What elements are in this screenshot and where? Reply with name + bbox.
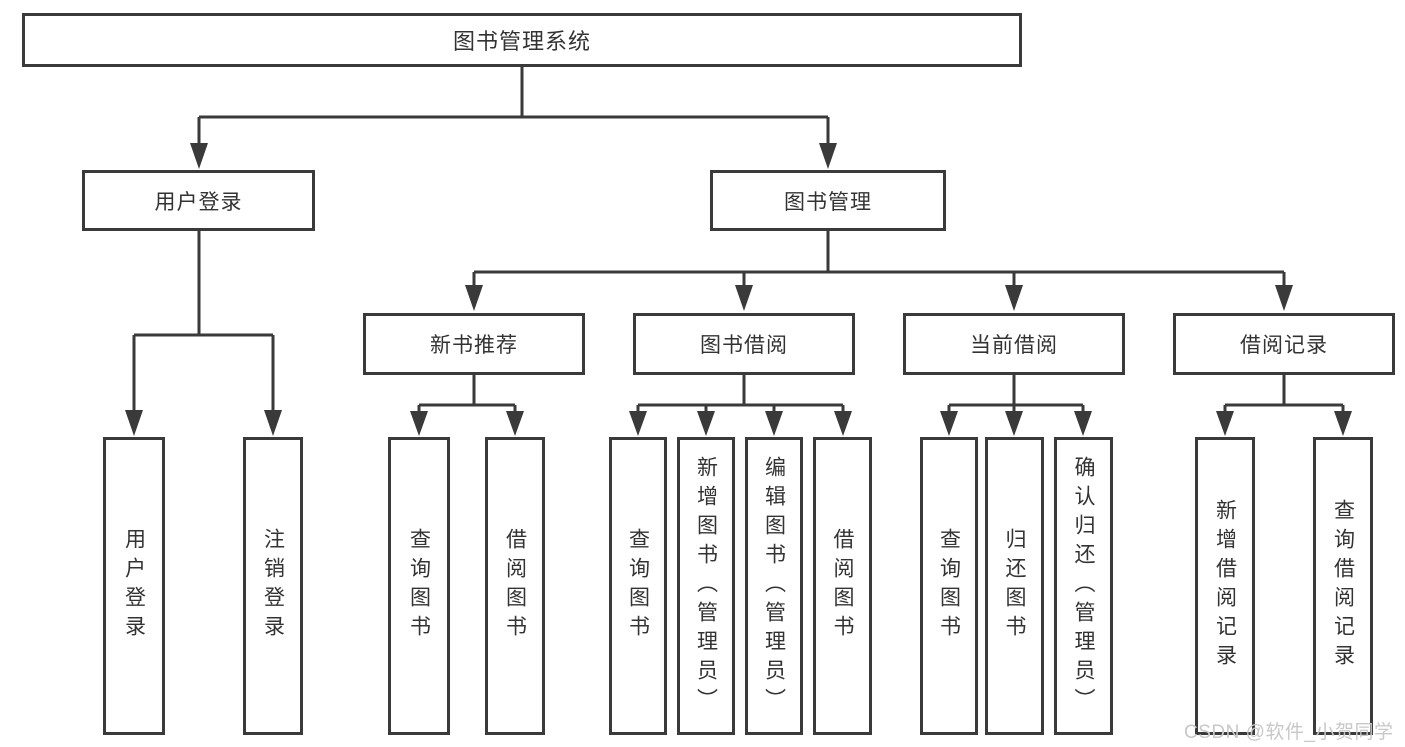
node-new-book-recommend-label: 新书推荐 — [430, 334, 518, 357]
leaf-query-books-borrow-label: 查询图书 — [626, 528, 650, 644]
node-borrow-records: 借阅记录 — [1173, 313, 1395, 375]
leaf-confirm-return-admin-label: 确认归还（管理员） — [1072, 455, 1095, 717]
node-current-borrow: 当前借阅 — [903, 313, 1125, 375]
node-current-borrow-label: 当前借阅 — [970, 334, 1058, 357]
node-book-borrow: 图书借阅 — [633, 313, 855, 375]
leaf-add-borrow-record: 新增借阅记录 — [1195, 437, 1255, 735]
node-book-management: 图书管理 — [710, 170, 946, 231]
leaf-borrow-books: 借阅图书 — [813, 437, 872, 735]
leaf-borrow-books-recommend: 借阅图书 — [485, 437, 545, 735]
leaf-borrow-books-label: 借阅图书 — [831, 528, 854, 644]
node-book-borrow-label: 图书借阅 — [700, 334, 788, 357]
csdn-watermark: CSDN @软件_小贺同学 — [1184, 722, 1394, 743]
node-borrow-records-label: 借阅记录 — [1240, 334, 1328, 357]
node-library-system-label: 图书管理系统 — [452, 29, 591, 54]
leaf-confirm-return-admin: 确认归还（管理员） — [1054, 437, 1113, 735]
node-user-login: 用户登录 — [82, 170, 315, 231]
leaf-edit-books-admin-label: 编辑图书（管理员） — [762, 455, 786, 717]
leaf-query-borrow-record: 查询借阅记录 — [1313, 437, 1373, 735]
arrowhead-icons — [125, 143, 1352, 436]
leaf-add-books-admin-label: 新增图书（管理员） — [694, 455, 718, 717]
leaf-user-login: 用户登录 — [103, 437, 165, 735]
leaf-query-books-current: 查询图书 — [920, 437, 978, 735]
leaf-add-books-admin: 新增图书（管理员） — [677, 437, 735, 735]
node-new-book-recommend: 新书推荐 — [363, 313, 585, 375]
leaf-borrow-books-recommend-label: 借阅图书 — [503, 528, 527, 644]
leaf-return-books: 归还图书 — [985, 437, 1044, 735]
leaf-query-books-current-label: 查询图书 — [937, 528, 961, 644]
node-book-management-label: 图书管理 — [784, 190, 872, 214]
leaf-return-books-label: 归还图书 — [1003, 528, 1026, 644]
leaf-query-books-recommend-label: 查询图书 — [407, 528, 431, 644]
leaf-edit-books-admin: 编辑图书（管理员） — [745, 437, 803, 735]
leaf-query-books-recommend: 查询图书 — [388, 437, 450, 735]
leaf-logout: 注销登录 — [243, 437, 303, 735]
leaf-query-borrow-record-label: 查询借阅记录 — [1331, 499, 1355, 673]
leaf-logout-label: 注销登录 — [261, 528, 285, 644]
leaf-add-borrow-record-label: 新增借阅记录 — [1213, 499, 1237, 673]
leaf-query-books-borrow: 查询图书 — [609, 437, 667, 735]
leaf-user-login-label: 用户登录 — [122, 528, 146, 644]
node-user-login-label: 用户登录 — [154, 190, 243, 214]
node-library-system: 图书管理系统 — [22, 13, 1022, 67]
